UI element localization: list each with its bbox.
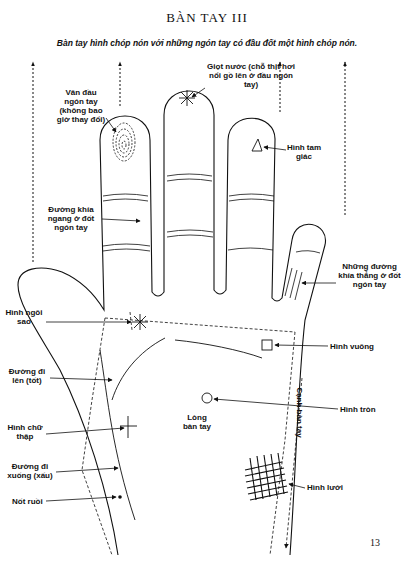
callout-label: Nốt ruồi [12,497,52,506]
callout-label: Hình vuông [330,342,400,351]
grid-symbol [245,453,288,500]
callout-label: Đường đi lên (tốt) [4,367,50,385]
palm-symbols [120,90,288,500]
callout-label: Cạnh bàn tay [295,378,304,448]
circle-symbol [202,393,212,403]
callout-label: Hình tròn [340,405,410,414]
cross-symbol [120,416,137,438]
star-symbol [179,90,195,106]
mole-dot [118,495,122,499]
callout-label: Vân đầu ngón tay (không bao giờ thay đổi… [55,88,107,124]
callout-label: Hình tam giác [284,143,324,161]
palm-zones [82,312,295,555]
callout-label: Giọt nước (chỗ thịt hơi nổi gồ lên ở đầu… [203,62,299,89]
finger-creases [103,174,320,300]
triangle-symbol [252,139,262,151]
star-symbol [132,314,148,330]
callout-label: Hình ngôi sao [2,308,46,326]
callout-label: Đường đi xuống (xấu) [4,462,56,480]
hand-outline [18,91,326,555]
leader-lines [46,88,338,548]
callout-label: Những đường khía thẳng ở đốt ngón tay [337,262,402,289]
page-title: BÀN TAY III [0,10,414,26]
direction-arrows [33,62,345,262]
callout-label: Đường khía ngang ở đốt ngón tay [40,205,102,232]
square-symbol [262,340,272,350]
callout-label: Lòng bàn tay [180,413,214,431]
callout-label: Hình lưới [307,483,377,492]
fingerprint-symbol [113,123,135,161]
page-number: 13 [370,537,394,549]
page-caption: Bàn tay hình chóp nón với những ngón tay… [20,38,394,48]
callout-label: Hình chữ thập [4,423,46,441]
palm-lines [100,338,262,520]
